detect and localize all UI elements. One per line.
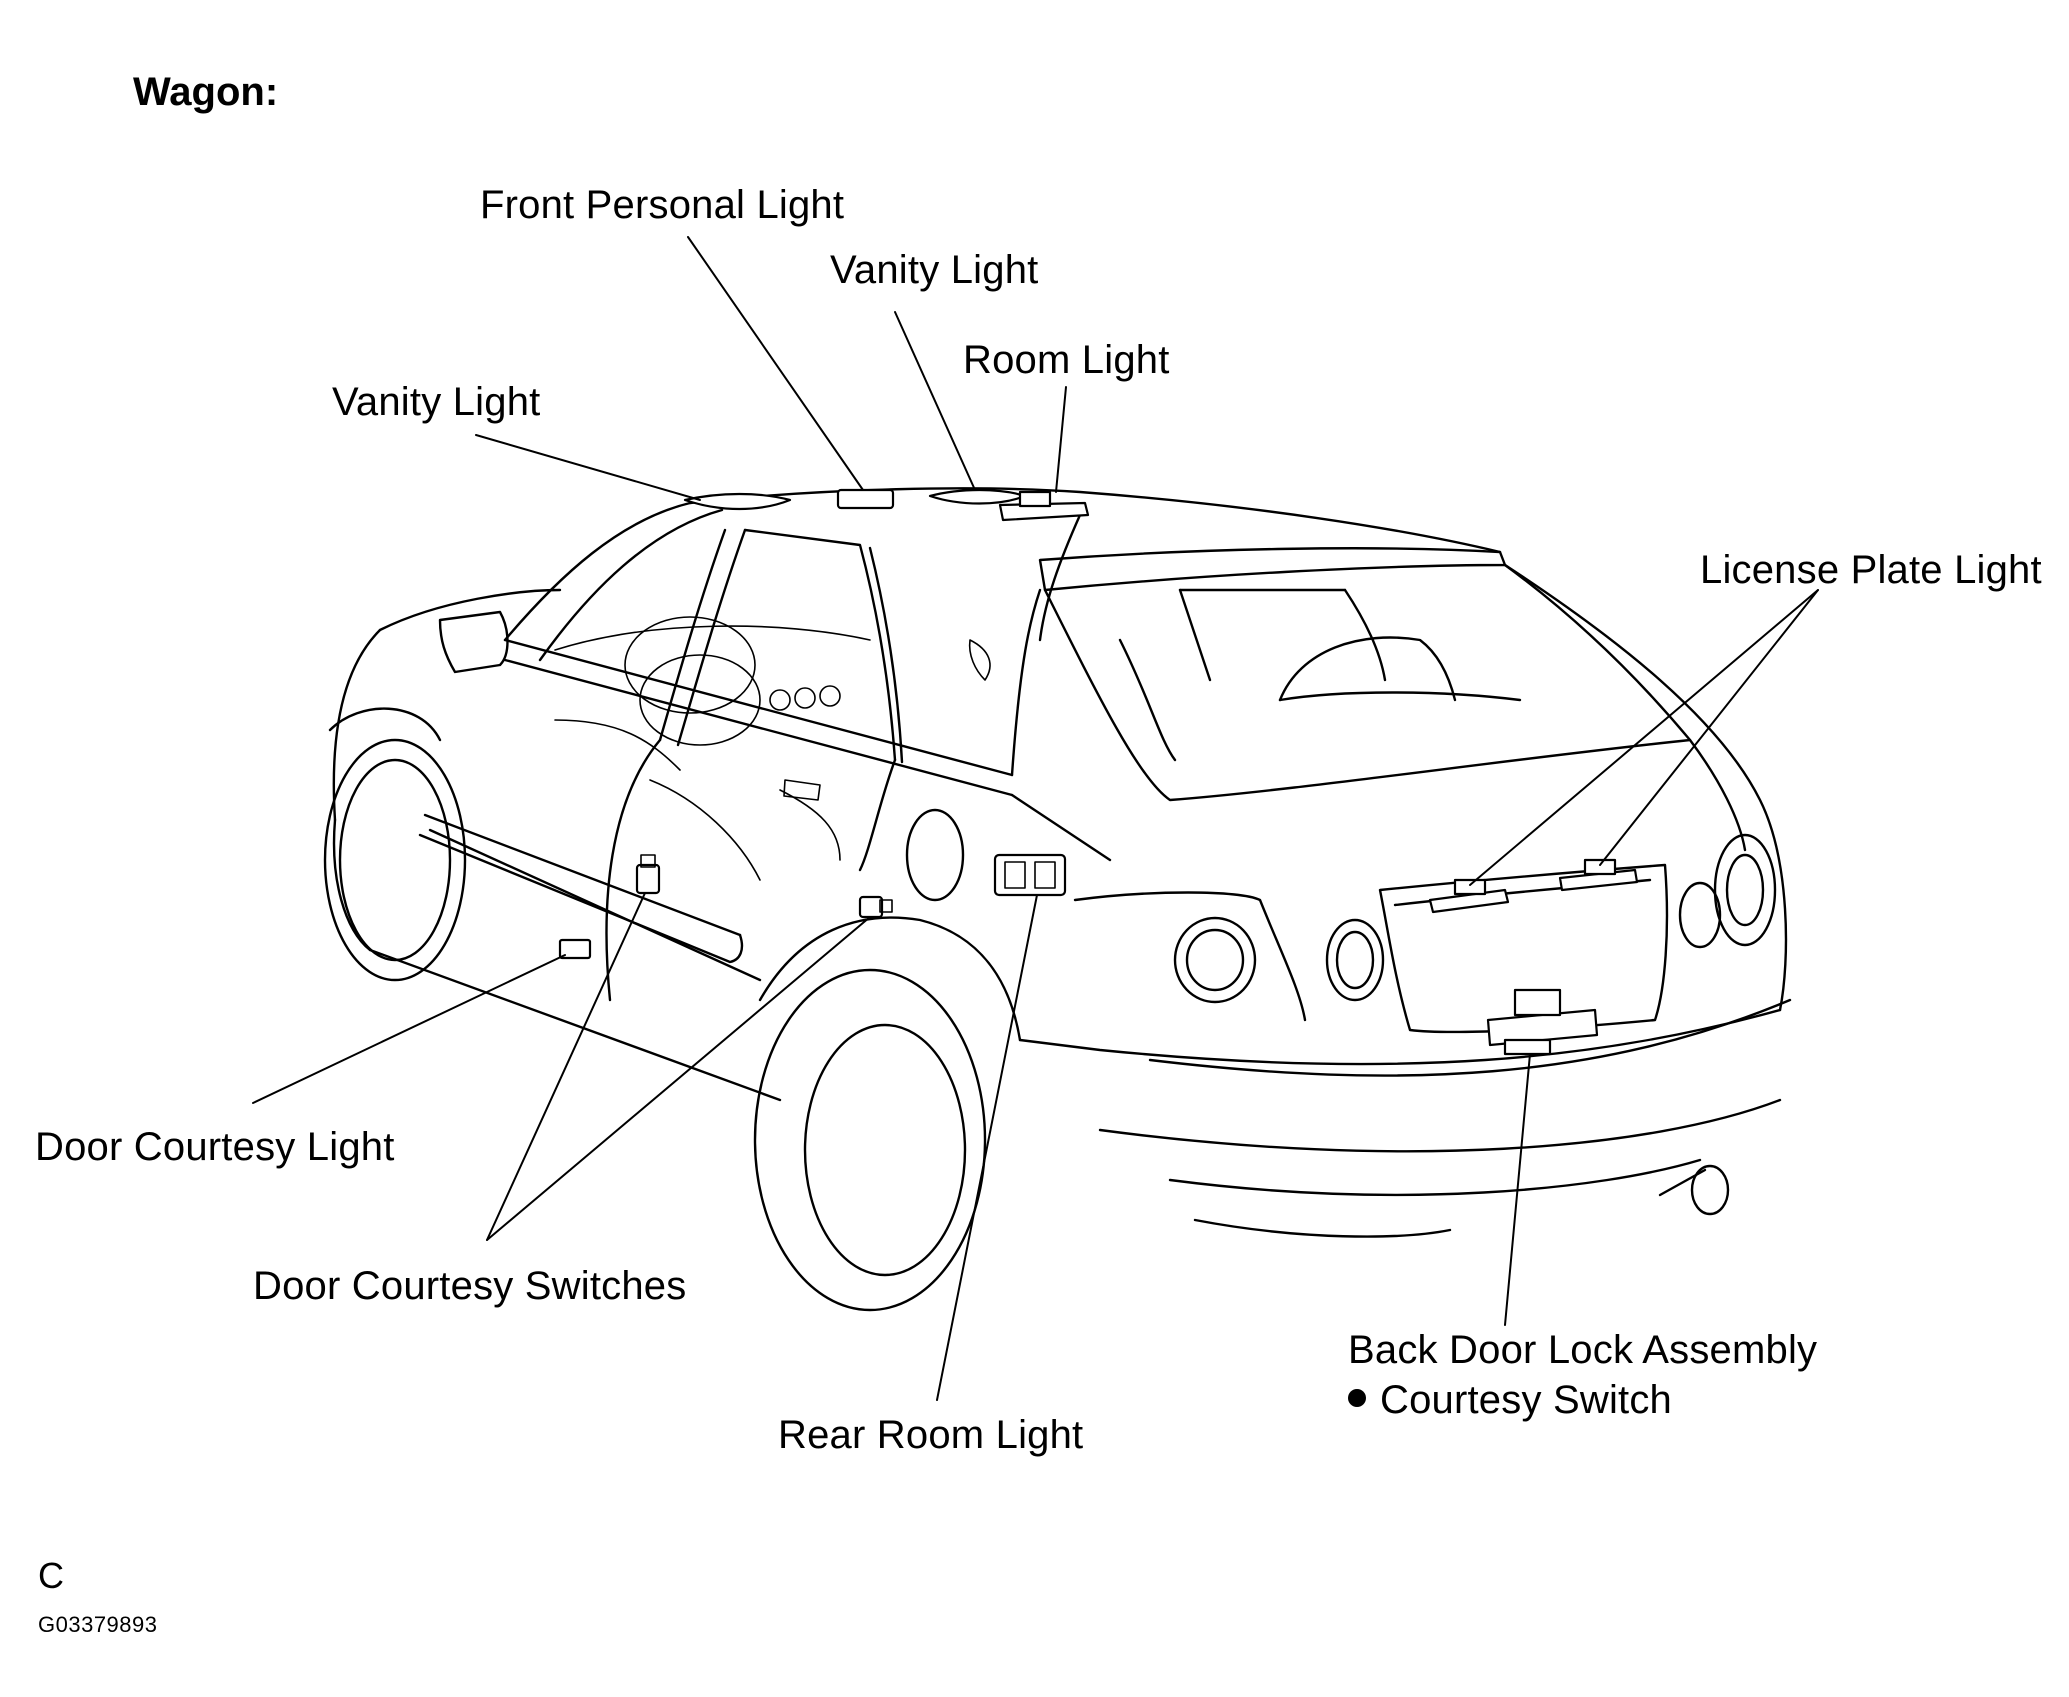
leader-lines (252, 236, 1819, 1401)
component-front-personal-light (836, 488, 895, 510)
label-door-courtesy-switches: Door Courtesy Switches (253, 1264, 687, 1308)
leader-vanity-light-left (475, 434, 701, 501)
component-room-light (998, 490, 1090, 522)
component-back-door-lock-assembly (1486, 988, 1599, 1056)
label-back-door-lock-assembly: Back Door Lock Assembly (1348, 1328, 1818, 1372)
bullet-dot-icon (1348, 1389, 1366, 1408)
label-door-courtesy-light: Door Courtesy Light (35, 1125, 395, 1169)
component-license-plate-light-left (1428, 878, 1510, 914)
label-courtesy-switch: Courtesy Switch (1380, 1378, 1672, 1422)
component-door-courtesy-switch-rear (858, 895, 893, 919)
leader-door-courtesy-switch-rear (486, 916, 871, 1241)
leader-room-light (1055, 386, 1067, 493)
diagram-heading: Wagon: (133, 70, 279, 114)
component-door-courtesy-switch-front (635, 854, 661, 895)
leader-door-courtesy-switch-front (486, 892, 646, 1241)
label-vanity-light-left: Vanity Light (332, 380, 541, 424)
leader-door-courtesy-light (252, 954, 566, 1104)
leader-license-plate-left (1469, 589, 1819, 886)
label-rear-room-light: Rear Room Light (778, 1413, 1084, 1457)
label-courtesy-switch-line: Courtesy Switch (1348, 1380, 1672, 1420)
component-door-courtesy-light (558, 938, 592, 960)
leader-back-door-lock (1504, 1053, 1531, 1326)
label-front-personal-light: Front Personal Light (480, 183, 845, 227)
component-vanity-light-left (683, 492, 792, 511)
component-vanity-light-center (928, 488, 1027, 505)
leader-front-personal-light (687, 236, 864, 491)
component-license-plate-light-right (1558, 858, 1639, 892)
label-vanity-light-center: Vanity Light (830, 248, 1039, 292)
car-body-outline (323, 487, 1792, 1312)
leader-vanity-light-center (894, 311, 976, 491)
label-room-light: Room Light (963, 338, 1170, 382)
leader-license-plate-right (1599, 589, 1819, 866)
label-license-plate-light: License Plate Light (1700, 548, 2042, 592)
leader-rear-room-light (936, 894, 1038, 1401)
component-rear-room-light (993, 853, 1067, 897)
footer-letter: C (38, 1555, 64, 1596)
figure-id: G03379893 (38, 1612, 158, 1637)
